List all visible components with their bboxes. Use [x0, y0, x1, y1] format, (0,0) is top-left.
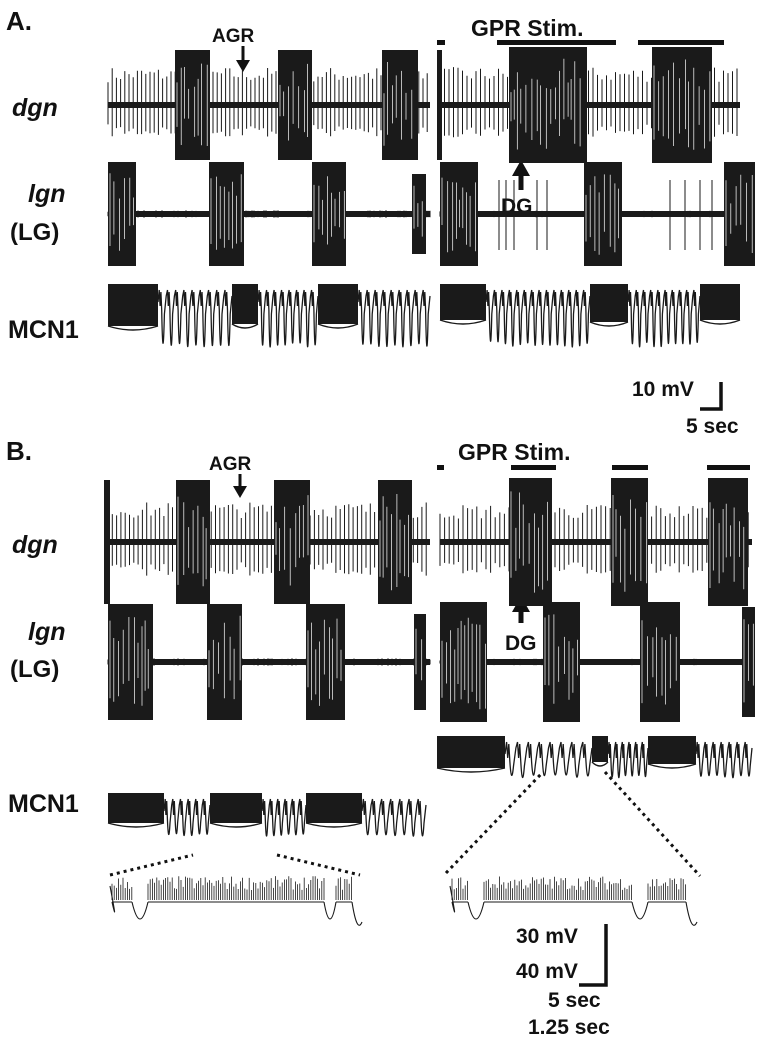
panel-b-agr-arrow	[233, 474, 247, 498]
panel-a-gpr-stim-bars	[437, 40, 724, 45]
panel-b-gpr-stim-bars	[437, 465, 750, 470]
panel-a-dgn-left-trace	[107, 50, 430, 160]
panel-b-scale-voltage-2: 40 mV	[516, 960, 578, 983]
panel-a-mcn1-right-trace	[439, 284, 741, 348]
panel-b-mcn1-left-detail	[109, 876, 363, 926]
panel-b-lgn-right-trace	[439, 602, 755, 722]
panel-a-scale-time: 5 sec	[686, 415, 739, 438]
panel-a-scale-voltage: 10 mV	[632, 378, 694, 401]
panel-b-label: B.	[6, 436, 32, 466]
panel-a-lgn-right-trace	[439, 162, 755, 266]
panel-a-label: A.	[6, 6, 32, 36]
panel-a-agr-arrow	[236, 46, 250, 72]
panel-b-gpr-label: GPR Stim.	[458, 439, 570, 465]
panel-a-lgn-label: lgn	[28, 180, 66, 208]
panel-b-lg-label: (LG)	[10, 656, 59, 683]
panel-b-scale-time-2: 1.25 sec	[528, 1016, 610, 1039]
panel-a-mcn1-left-trace	[107, 284, 431, 348]
panel-a-scale-bar	[700, 382, 723, 411]
panel-a-lgn-left-trace	[107, 162, 431, 266]
panel-b-mcn1-right-detail	[449, 876, 698, 926]
panel-b-dg-label: DG	[505, 632, 537, 655]
panel-b-mcn1-left-trace	[107, 793, 427, 837]
panel-b-scale-time-1: 5 sec	[548, 989, 601, 1012]
panel-b-dgn-right-trace	[439, 478, 752, 606]
panel-a-dg-arrow	[512, 160, 530, 190]
panel-a-dgn-right-trace	[437, 47, 740, 163]
panel-a-gpr-label: GPR Stim.	[471, 15, 583, 41]
panel-b-mcn1-label: MCN1	[8, 790, 79, 818]
panel-b-scale-voltage-1: 30 mV	[516, 925, 578, 948]
panel-b-agr-label: AGR	[209, 454, 252, 475]
panel-a-lg-label: (LG)	[10, 219, 59, 246]
panel-b-lgn-left-trace	[107, 604, 431, 720]
panel-a-mcn1-label: MCN1	[8, 316, 79, 344]
panel-a-agr-label: AGR	[212, 26, 255, 47]
panel-b-mcn1-right-trace	[436, 736, 753, 779]
recording-traces	[104, 47, 755, 926]
panel-b-scale-bar	[579, 924, 608, 987]
panel-b-expansion-guides	[109, 770, 702, 878]
panel-b-dgn-label: dgn	[12, 531, 58, 559]
panel-a-lgn-isolated-spikes	[498, 180, 713, 250]
panel-b-lgn-label: lgn	[28, 618, 66, 646]
panel-b-dgn-left-trace	[104, 480, 430, 604]
panel-a-dgn-label: dgn	[12, 94, 58, 122]
